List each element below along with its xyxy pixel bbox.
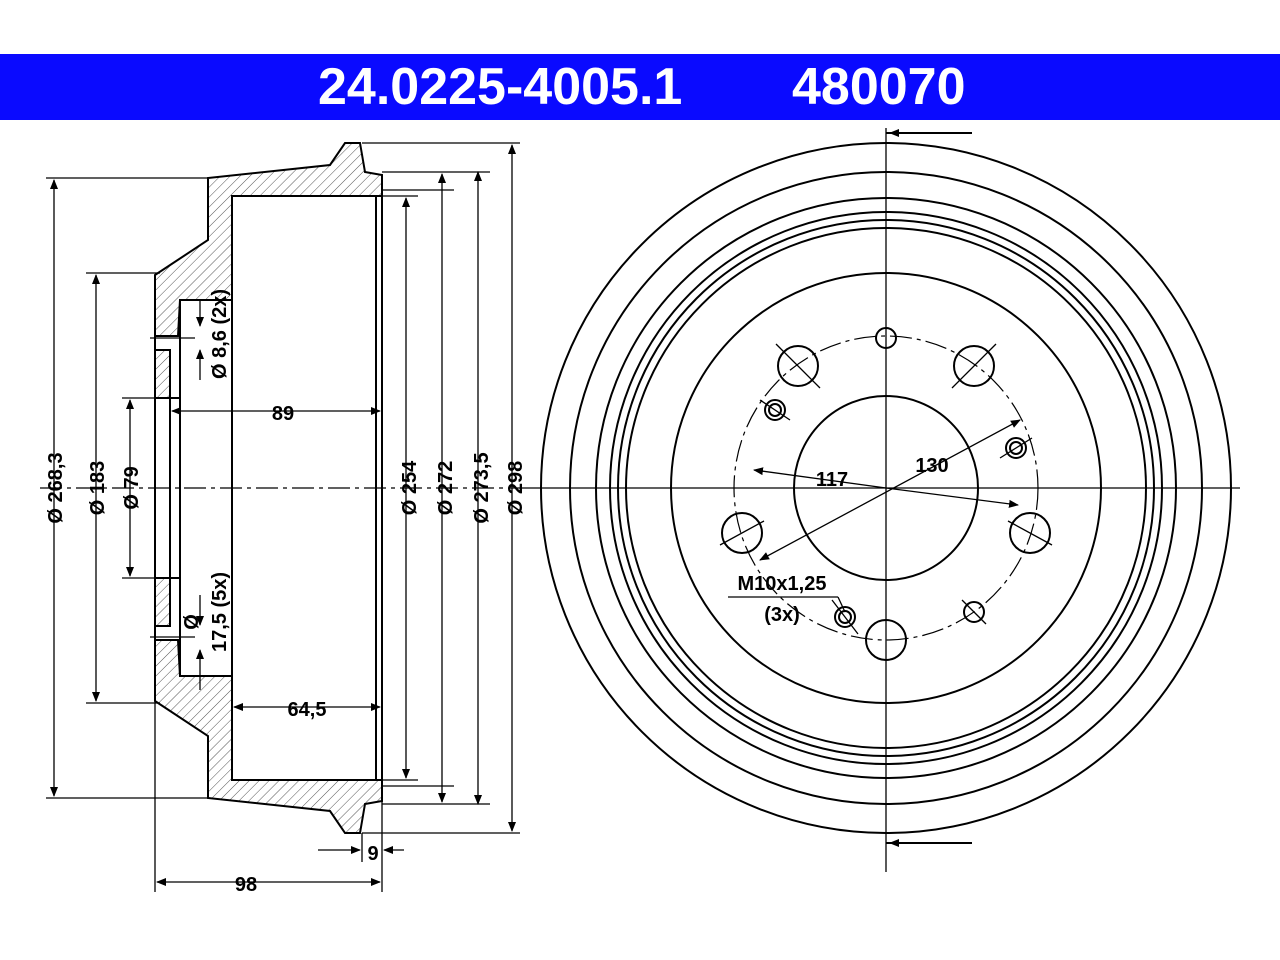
dim-l64: 64,5 (288, 699, 327, 721)
header-bar: 24.0225-4005.1 480070 (0, 54, 1280, 120)
dim-l9: 9 (367, 843, 378, 865)
dim-d79: Ø 79 (121, 466, 143, 509)
hub-flange-upper (154, 349, 171, 399)
dim-pcd-117: 117 (816, 469, 848, 491)
dim-d183: Ø 183 (87, 461, 109, 515)
section-view: Ø 268,3 Ø 183 Ø 79 Ø 254 Ø 272 Ø 273,5 Ø… (40, 142, 530, 896)
front-view: 117 130 M10x1,25 (3x) (530, 128, 1240, 872)
hub-flange-lower (154, 577, 171, 627)
dim-d298: Ø 298 (505, 461, 527, 515)
reference-number: 480070 (792, 58, 966, 116)
dim-d254: Ø 254 (399, 460, 421, 515)
drum-wall-top (154, 142, 383, 337)
dim-d272: Ø 272 (435, 461, 457, 515)
dim-small-hole: Ø 8,6 (2x) (209, 289, 231, 379)
dim-d268: Ø 268,3 (45, 452, 67, 523)
dim-l98: 98 (235, 874, 257, 896)
dim-d273: Ø 273,5 (471, 452, 493, 523)
thread-spec: M10x1,25 (738, 573, 827, 595)
dim-large-hole-symbol: Ø (181, 614, 203, 630)
dim-large-hole: 17,5 (5x) (209, 572, 231, 652)
drum-wall-bottom (154, 639, 383, 834)
thread-count: (3x) (764, 604, 800, 626)
dim-pcd-130: 130 (915, 455, 948, 477)
dim-l89: 89 (272, 403, 294, 425)
part-number: 24.0225-4005.1 (318, 58, 683, 116)
